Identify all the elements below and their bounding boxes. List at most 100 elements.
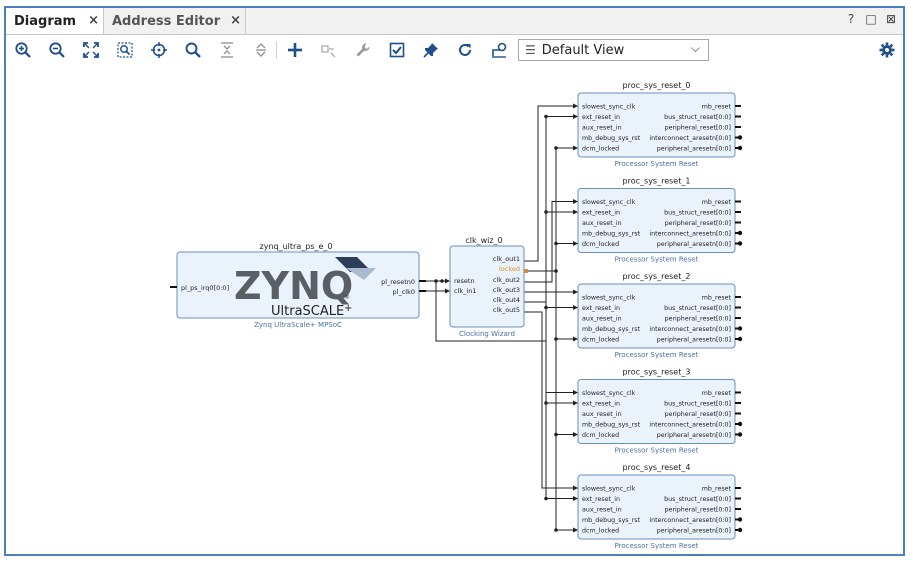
clk-wiz-in-port: resetn: [454, 277, 475, 285]
view-select[interactable]: ☰ Default View ⌵: [518, 39, 709, 61]
reset-in-port: aux_reset_in: [582, 411, 622, 418]
zynq-out-port: pl_clk0: [393, 288, 415, 296]
reset-out-port: bus_struct_reset[0:0]: [664, 496, 731, 503]
reset-subtitle: Processor System Reset: [615, 542, 699, 550]
toolbar: ☰ Default View ⌵: [6, 35, 903, 65]
reset-in-port: mb_debug_sys_rst: [582, 135, 641, 142]
reset-out-port: peripheral_aresetn[0:0]: [657, 528, 731, 535]
reset-in-port: mb_debug_sys_rst: [582, 422, 641, 429]
reset-out-port: peripheral_reset[0:0]: [665, 316, 731, 323]
zynq-logo: ZYNQ ® UltraSCALE +: [234, 257, 376, 319]
wire-arrow: [573, 305, 578, 310]
wires: [426, 103, 578, 533]
junction: [554, 337, 558, 341]
reset-out-port: bus_struct_reset[0:0]: [664, 401, 731, 408]
reset-out-port: peripheral_reset[0:0]: [665, 220, 731, 227]
clk-wiz-out-port: clk_out4: [493, 296, 520, 304]
wire-arrow: [573, 289, 578, 295]
reset-out-port: mb_reset: [702, 486, 732, 493]
reset-in-port: dcm_locked: [582, 337, 619, 344]
settings-icon[interactable]: [876, 39, 898, 61]
reset-in-port: dcm_locked: [582, 528, 619, 535]
zynq-logo-sub: UltraSCALE: [271, 304, 344, 319]
reset-out-port: interconnect_aresetn[0:0]: [649, 517, 731, 524]
tab-diagram-close-icon[interactable]: ×: [88, 13, 99, 28]
zynq-instance-name: zynq_ultra_ps_e_0: [260, 242, 333, 251]
reset-subtitle: Processor System Reset: [615, 160, 699, 168]
reset-instance-name: proc_sys_reset_3: [623, 368, 691, 377]
wire-arrow: [573, 241, 578, 246]
wrench-icon[interactable]: [352, 39, 374, 61]
reset-in-port: aux_reset_in: [582, 220, 622, 227]
add-ip-icon[interactable]: [284, 39, 306, 61]
tab-bar: Diagram × Address Editor × ? □ ⊠: [6, 8, 903, 35]
validate-icon[interactable]: [386, 39, 408, 61]
pin-icon[interactable]: [420, 39, 442, 61]
tab-diagram[interactable]: Diagram ×: [6, 8, 104, 34]
restore-icon[interactable]: □: [865, 12, 877, 26]
junction: [544, 496, 548, 501]
view-select-value: Default View: [541, 42, 625, 58]
wire-arrow: [573, 209, 578, 215]
zoom-fit-icon[interactable]: [80, 39, 102, 61]
wire-arrow: [573, 390, 578, 395]
port-bubble: [737, 230, 743, 236]
tab-diagram-label: Diagram: [14, 13, 77, 29]
clk-wiz-subtitle: Clocking Wizard: [459, 330, 515, 338]
wire-arrow: [573, 103, 578, 109]
reset-instance-name: proc_sys_reset_4: [623, 463, 691, 472]
zoom-in-icon[interactable]: [12, 39, 34, 61]
wire: [524, 301, 578, 393]
wire-arrow: [573, 496, 578, 501]
wire-arrow: [573, 336, 578, 342]
reset-instance-name: proc_sys_reset_1: [623, 177, 691, 186]
wire: [524, 311, 578, 489]
port-bubble: [737, 517, 743, 522]
reset-out-port: mb_reset: [702, 199, 732, 206]
reset-out-port: mb_reset: [702, 104, 732, 111]
reset-out-port: peripheral_reset[0:0]: [665, 507, 731, 514]
add-connection-icon[interactable]: [318, 39, 340, 61]
reset-out-port: bus_struct_reset[0:0]: [664, 305, 731, 312]
wire: [524, 105, 578, 262]
refresh-icon[interactable]: [454, 39, 476, 61]
zynq-block[interactable]: zynq_ultra_ps_e_0 pl_ps_irq0[0:0] pl_res…: [170, 242, 426, 329]
center-icon[interactable]: [148, 39, 170, 61]
maximize-icon[interactable]: ⊠: [885, 12, 897, 26]
zoom-out-icon[interactable]: [46, 39, 68, 61]
reset-block-body: [577, 283, 736, 349]
wire-arrow: [573, 400, 578, 406]
reset-in-port: ext_reset_in: [582, 210, 620, 217]
tab-address-editor-close-icon[interactable]: ×: [230, 13, 241, 28]
zynq-out-port: pl_resetn0: [381, 278, 415, 286]
reset-instance-name: proc_sys_reset_2: [623, 272, 691, 281]
reset-in-port: aux_reset_in: [582, 507, 622, 514]
optimize-routing-icon[interactable]: [488, 39, 510, 61]
reset-out-port: peripheral_aresetn[0:0]: [657, 146, 731, 153]
wire-arrow: [573, 485, 578, 491]
collapse-icon[interactable]: [216, 39, 238, 61]
tab-address-editor[interactable]: Address Editor ×: [104, 8, 246, 34]
reset-in-port: dcm_locked: [582, 146, 619, 153]
reset-in-port: mb_debug_sys_rst: [582, 326, 641, 333]
clk-wiz-block[interactable]: clk_wiz_0 resetn clk_in1 clk_out1 locked…: [449, 236, 525, 338]
diagram-window: Diagram × Address Editor × ? □ ⊠: [4, 6, 905, 556]
block-diagram[interactable]: zynq_ultra_ps_e_0 pl_ps_irq0[0:0] pl_res…: [6, 67, 903, 554]
diagram-canvas[interactable]: zynq_ultra_ps_e_0 pl_ps_irq0[0:0] pl_res…: [6, 67, 903, 554]
search-icon[interactable]: [182, 39, 204, 61]
junction: [554, 269, 558, 273]
clk-wiz-out-port: clk_out1: [493, 255, 520, 263]
reset-subtitle: Processor System Reset: [615, 256, 699, 264]
reset-subtitle: Processor System Reset: [615, 447, 699, 455]
expand-icon[interactable]: [250, 39, 272, 61]
reset-in-port: slowest_sync_clk: [582, 390, 636, 397]
zoom-area-icon[interactable]: [114, 39, 136, 61]
help-icon[interactable]: ?: [847, 12, 855, 26]
clk-wiz-out-port: clk_out2: [493, 276, 520, 284]
port-bubble: [737, 527, 743, 533]
